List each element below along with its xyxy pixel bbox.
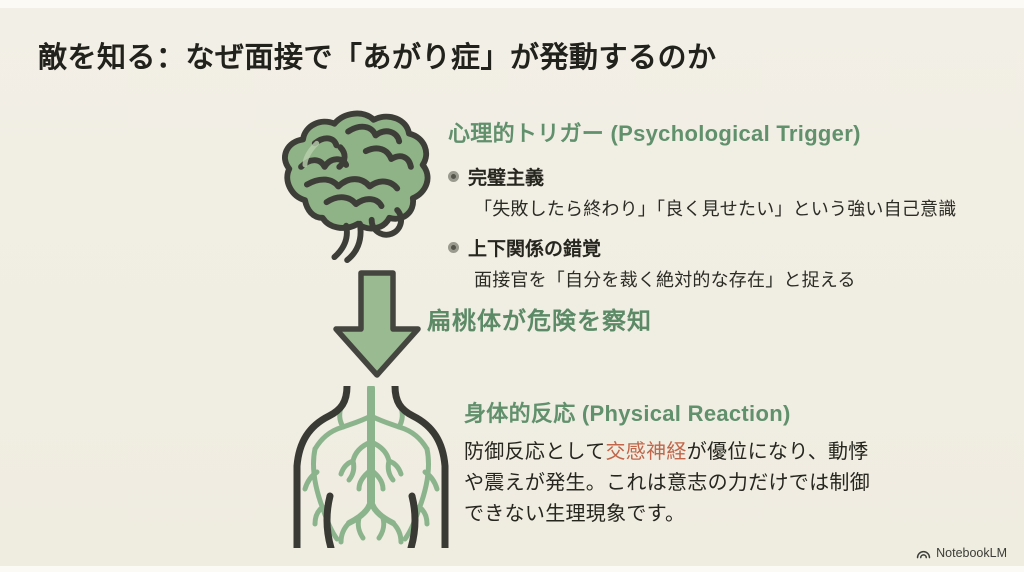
amygdala-arrow-label: 扁桃体が危険を察知 (427, 308, 652, 335)
physical-text-before: 防御反応として (464, 441, 606, 463)
bullet-description: 面接官を「自分を裁く絶対的な存在」と捉える (474, 270, 856, 290)
list-item: 完璧主義 「失敗したら終わり」「良く見せたい」という強い自己意識 (448, 163, 988, 221)
list-item: 上下関係の錯覚 面接官を「自分を裁く絶対的な存在」と捉える (448, 234, 988, 292)
bullet-description: 「失敗したら終わり」「良く見せたい」という強い自己意識 (474, 199, 957, 219)
letterbox-top (0, 0, 1024, 8)
psychological-heading: 心理的トリガー (Psychological Trigger) (448, 121, 861, 146)
notebooklm-brand-text: NotebookLM (936, 546, 1007, 560)
bullet-marker-icon (448, 242, 459, 253)
physical-text-after: が優位になり、動悸や震えが発生。これは意志の力だけでは制御できない生理現象です。 (464, 441, 870, 525)
nervous-system-icon (284, 382, 458, 552)
down-arrow-icon (330, 270, 424, 380)
letterbox-bottom (0, 566, 1024, 572)
bullet-title: 上下関係の錯覚 (468, 239, 602, 260)
bullet-title: 完璧主義 (468, 168, 545, 189)
sympathetic-nerve-highlight: 交感神経 (605, 441, 687, 463)
psychological-trigger-section: 心理的トリガー (Psychological Trigger) 完璧主義 「失敗… (448, 116, 988, 305)
physical-description: 防御反応として交感神経が優位になり、動悸や震えが発生。これは意志の力だけでは制御… (464, 437, 870, 530)
brain-icon (271, 108, 439, 263)
bullet-marker-icon (448, 171, 459, 182)
slide-title: 敵を知る：なぜ面接で「あがり症」が発動するのか (38, 42, 717, 74)
notebooklm-logo-icon (916, 550, 931, 558)
notebooklm-watermark: NotebookLM (916, 546, 1007, 560)
physical-heading: 身体的反応 (Physical Reaction) (464, 401, 791, 426)
psychological-bullet-list: 完璧主義 「失敗したら終わり」「良く見せたい」という強い自己意識 上下関係の錯覚… (448, 163, 988, 292)
physical-reaction-section: 身体的反応 (Physical Reaction) 防御反応として交感神経が優位… (464, 396, 884, 530)
